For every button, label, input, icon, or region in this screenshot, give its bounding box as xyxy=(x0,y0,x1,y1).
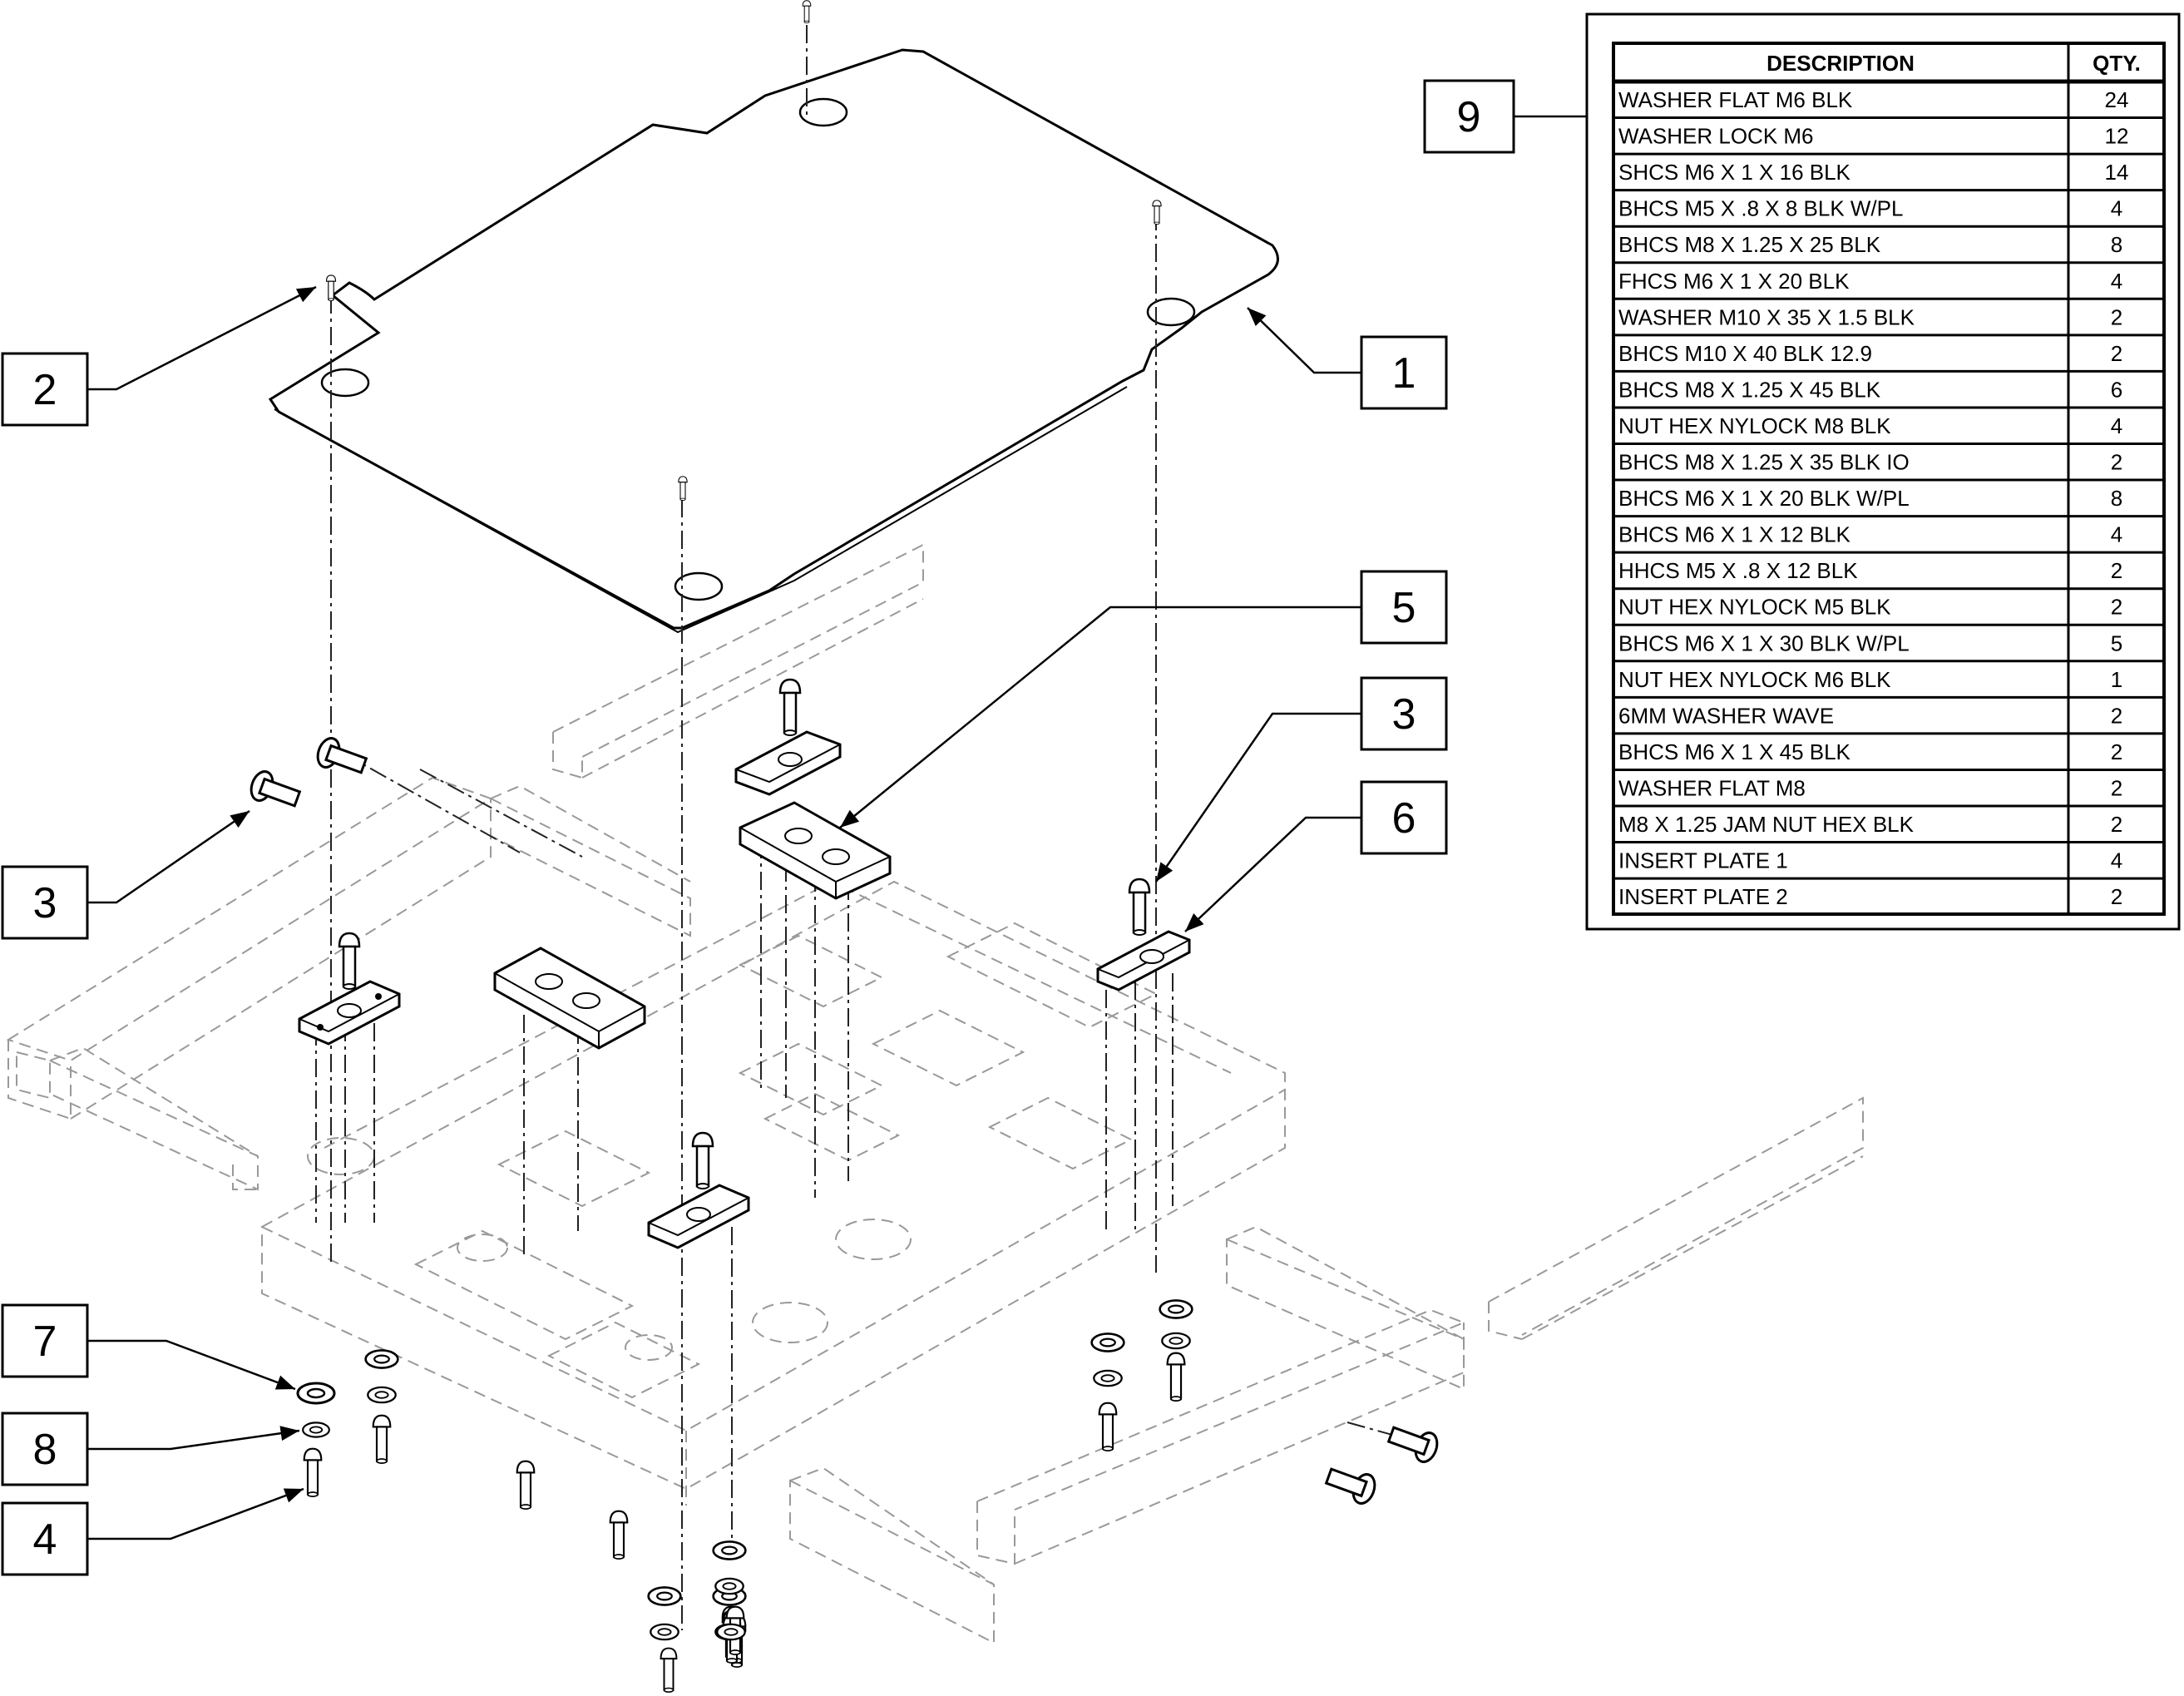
callout-3-left-label: 3 xyxy=(33,879,57,927)
callout-8-label: 8 xyxy=(33,1426,57,1474)
callout-3-right: 3 xyxy=(1360,676,1448,751)
callout-7: 7 xyxy=(1,1303,89,1378)
cover-plate xyxy=(268,48,1279,634)
bom-row-description: BHCS M10 X 40 BLK 12.9 xyxy=(1618,341,1872,366)
assembly-centerlines xyxy=(315,25,1423,1630)
bom-row-description: NUT HEX NYLOCK M8 BLK xyxy=(1618,413,1891,438)
callout-8: 8 xyxy=(1,1412,89,1486)
callout-leaders xyxy=(87,115,1587,1540)
bom-row-description: BHCS M8 X 1.25 X 25 BLK xyxy=(1618,232,1881,257)
bom-row-description: INSERT PLATE 1 xyxy=(1618,848,1788,873)
callout-9-label: 9 xyxy=(1457,93,1481,141)
callout-2: 2 xyxy=(1,352,89,427)
bom-row-qty: 14 xyxy=(2105,160,2129,185)
bom-row-description: BHCS M6 X 1 X 20 BLK W/PL xyxy=(1618,486,1910,511)
bom-row-qty: 24 xyxy=(2105,87,2129,112)
callout-3-left: 3 xyxy=(1,865,89,940)
callout-7-label: 7 xyxy=(33,1318,57,1366)
bom-row-qty: 6 xyxy=(2111,377,2122,402)
base-frame xyxy=(6,543,1864,1644)
callout-5-label: 5 xyxy=(1392,584,1416,632)
bom-row-description: WASHER M10 X 35 X 1.5 BLK xyxy=(1618,304,1915,329)
shoulder-bolts xyxy=(250,737,1439,1505)
bom-row-qty: 2 xyxy=(2111,304,2122,329)
bom-row-qty: 12 xyxy=(2105,124,2129,149)
bom-header-description: DESCRIPTION xyxy=(1766,51,1915,76)
bom-row-qty: 2 xyxy=(2111,450,2122,475)
bom-row-description: BHCS M6 X 1 X 45 BLK xyxy=(1618,739,1851,764)
bom-row-description: FHCS M6 X 1 X 20 BLK xyxy=(1618,269,1850,294)
bom-row-qty: 2 xyxy=(2111,775,2122,800)
bom-row-description: INSERT PLATE 2 xyxy=(1618,884,1788,909)
insert-plate-left xyxy=(298,980,401,1046)
bom-row-description: NUT HEX NYLOCK M6 BLK xyxy=(1618,667,1891,692)
insert-plate-right xyxy=(1096,930,1191,991)
bom-row-description: NUT HEX NYLOCK M5 BLK xyxy=(1618,595,1891,620)
bom-row-description: SHCS M6 X 1 X 16 BLK xyxy=(1618,160,1851,185)
bom-row-description: BHCS M5 X .8 X 8 BLK W/PL xyxy=(1618,196,1903,221)
bom-row-description: M8 X 1.25 JAM NUT HEX BLK xyxy=(1618,812,1915,837)
bom-header-qty: QTY. xyxy=(2093,51,2141,76)
washers xyxy=(296,1299,1193,1641)
insert-plate-2-right xyxy=(739,801,892,900)
bom-row-qty: 1 xyxy=(2111,667,2122,692)
bom-row-qty: 2 xyxy=(2111,341,2122,366)
callout-9: 9 xyxy=(1423,79,1515,154)
bom-row-qty: 4 xyxy=(2111,413,2122,438)
bom-row-description: BHCS M6 X 1 X 30 BLK W/PL xyxy=(1618,630,1910,655)
callout-6-label: 6 xyxy=(1392,794,1416,843)
bom-row-qty: 8 xyxy=(2111,486,2122,511)
bom-row-qty: 2 xyxy=(2111,558,2122,583)
callout-1: 1 xyxy=(1360,335,1448,410)
callout-6: 6 xyxy=(1360,780,1448,855)
bom-row-qty: 8 xyxy=(2111,232,2122,257)
callout-2-label: 2 xyxy=(33,366,57,414)
bom-row-description: 6MM WASHER WAVE xyxy=(1618,703,1834,728)
bom-row-qty: 4 xyxy=(2111,522,2122,547)
bom-row-qty: 4 xyxy=(2111,196,2122,221)
bom-row-qty: 2 xyxy=(2111,739,2122,764)
bom-row-qty: 2 xyxy=(2111,595,2122,620)
insert-plate-upper-center xyxy=(734,730,842,796)
bom-row-description: BHCS M6 X 1 X 12 BLK xyxy=(1618,522,1851,547)
callout-4-label: 4 xyxy=(33,1516,57,1564)
bom-row-qty: 4 xyxy=(2111,848,2122,873)
callout-3-right-label: 3 xyxy=(1392,690,1416,739)
bom-row-qty: 2 xyxy=(2111,703,2122,728)
bom-row-description: WASHER FLAT M6 BLK xyxy=(1618,87,1853,112)
bom-row-qty: 5 xyxy=(2111,630,2122,655)
insert-plate-2-left xyxy=(493,947,646,1050)
bom-row-description: HHCS M5 X .8 X 12 BLK xyxy=(1618,558,1858,583)
bom-row-description: WASHER LOCK M6 xyxy=(1618,124,1814,149)
bom-row-qty: 2 xyxy=(2111,812,2122,837)
bom-row-description: BHCS M8 X 1.25 X 35 BLK IO xyxy=(1618,450,1910,475)
bom-row-qty: 4 xyxy=(2111,269,2122,294)
insert-plate-center xyxy=(647,1184,750,1249)
callout-1-label: 1 xyxy=(1392,349,1416,398)
callout-4: 4 xyxy=(1,1501,89,1576)
bom-row-description: BHCS M8 X 1.25 X 45 BLK xyxy=(1618,377,1881,402)
callout-5: 5 xyxy=(1360,570,1448,645)
bom-row-description: WASHER FLAT M8 xyxy=(1618,775,1806,800)
bom-row-qty: 2 xyxy=(2111,884,2122,909)
